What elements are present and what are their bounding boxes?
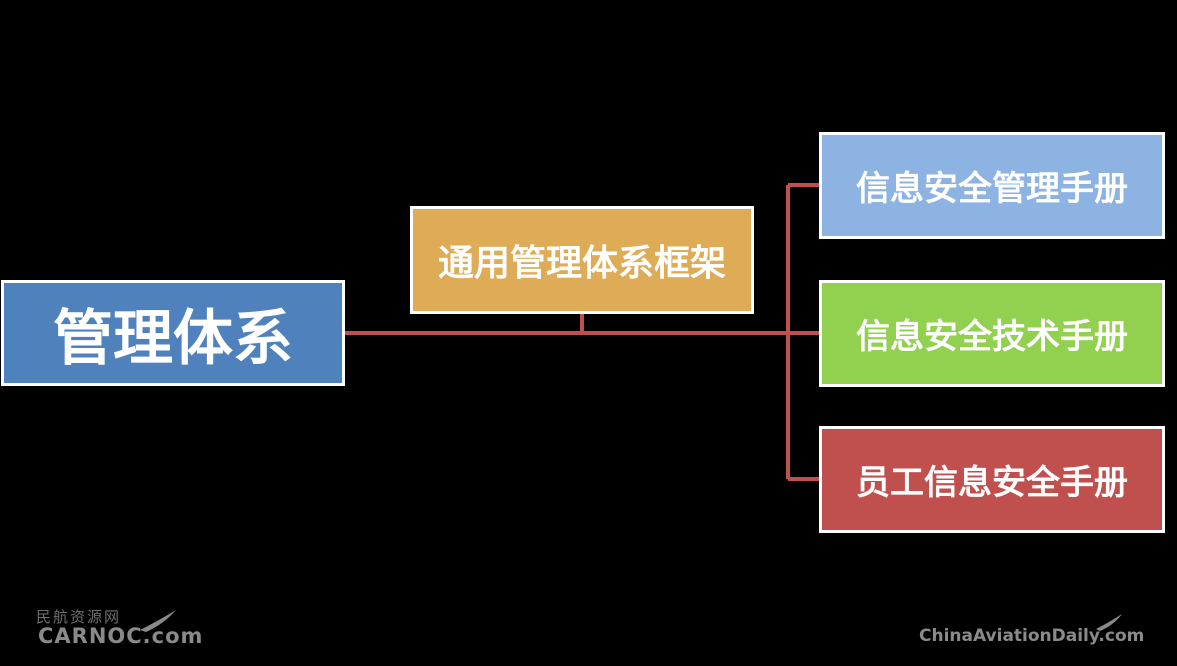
node-middle: 通用管理体系框架 bbox=[410, 206, 754, 314]
node-leaf-0-label: 信息安全管理手册 bbox=[856, 169, 1128, 209]
watermark-chinaaviationdaily: ChinaAviationDaily.com bbox=[919, 626, 1145, 646]
node-leaf-1-label: 信息安全技术手册 bbox=[856, 317, 1128, 357]
node-middle-label: 通用管理体系框架 bbox=[437, 243, 726, 284]
node-leaf-0: 信息安全管理手册 bbox=[819, 132, 1165, 239]
node-leaf-1: 信息安全技术手册 bbox=[819, 280, 1165, 387]
node-leaf-2: 员工信息安全手册 bbox=[819, 426, 1165, 533]
plane-logo-icon bbox=[1096, 614, 1122, 631]
node-root: 管理体系 bbox=[1, 280, 345, 386]
plane-logo-icon bbox=[140, 610, 176, 632]
node-root-label: 管理体系 bbox=[53, 303, 293, 374]
node-leaf-2-label: 员工信息安全手册 bbox=[856, 463, 1128, 503]
watermark-carnoc: CARNOC.com bbox=[38, 624, 204, 648]
watermark-carnoc-chinese: 民航资源网 bbox=[36, 608, 122, 626]
